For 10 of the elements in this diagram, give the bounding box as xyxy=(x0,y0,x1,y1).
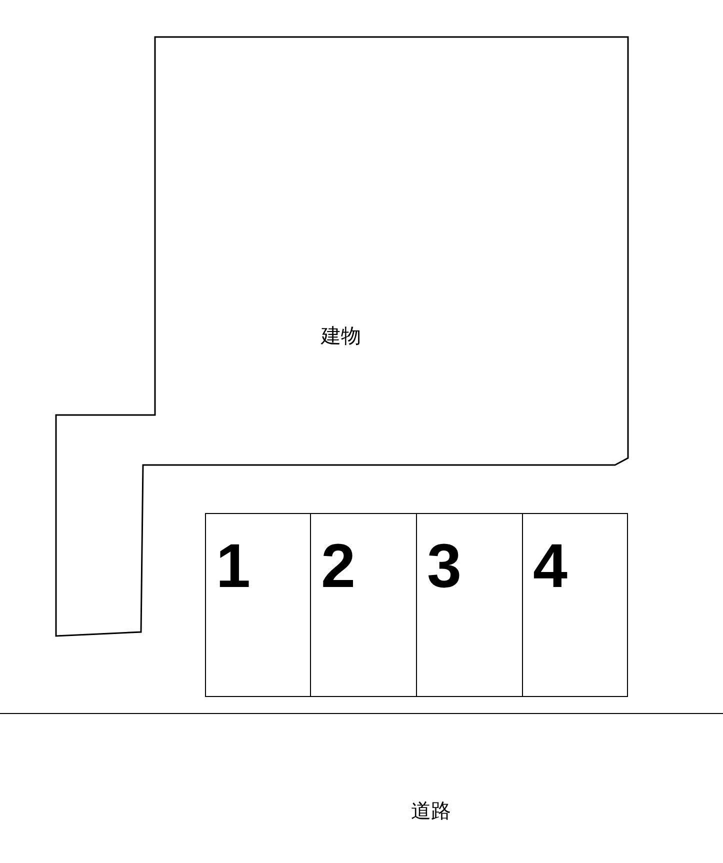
parking-space xyxy=(416,513,523,697)
space-number: 1 xyxy=(216,536,250,598)
parking-space xyxy=(310,513,417,697)
building-label: 建物 xyxy=(321,322,361,350)
space-number: 3 xyxy=(427,536,462,598)
road-label: 道路 xyxy=(411,798,451,824)
space-number: 2 xyxy=(321,536,356,598)
parking-space xyxy=(522,513,628,697)
parking-space xyxy=(205,513,311,697)
space-number: 4 xyxy=(533,536,568,598)
